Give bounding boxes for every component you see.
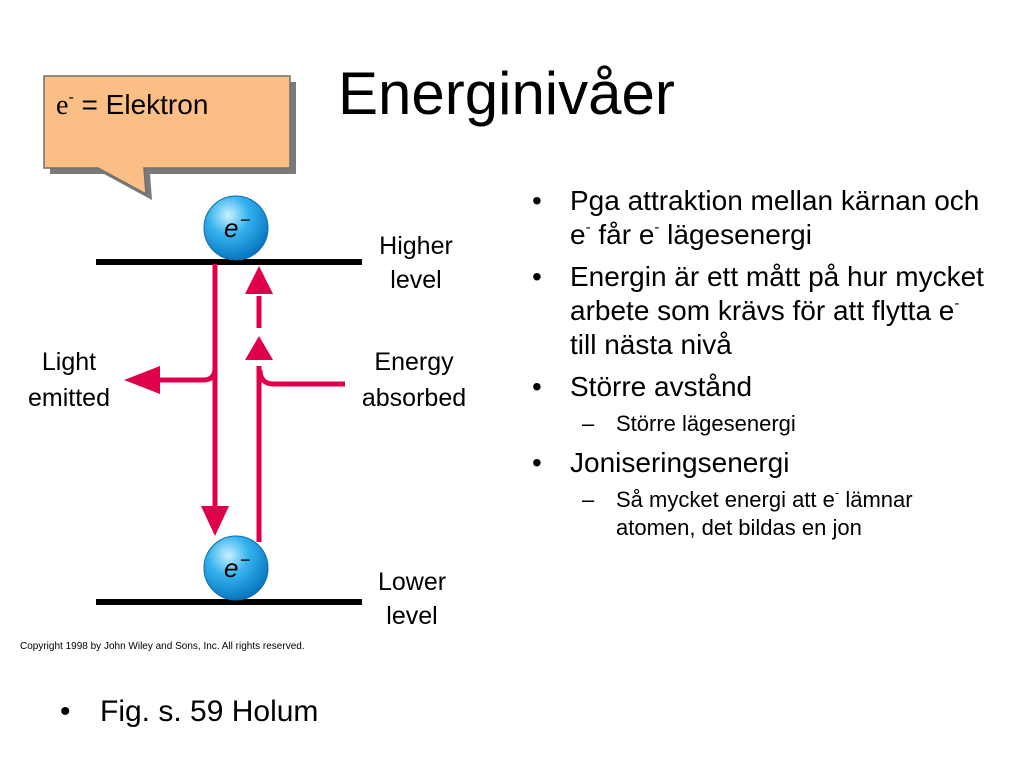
figure-reference: • Fig. s. 59 Holum (60, 693, 318, 731)
copyright-notice: Copyright 1998 by John Wiley and Sons, I… (20, 641, 305, 652)
emission-path (158, 264, 218, 510)
callout-text: e- = Elektron (56, 88, 208, 123)
absorption-path (256, 296, 345, 542)
bullet-list: Pga attraktion mellan kärnan och e- får … (528, 184, 988, 550)
lower-level-label-line2: level (386, 602, 437, 630)
sub-bullet-item: Större lägesenergi (528, 410, 988, 438)
upward-arrowhead-upper (245, 266, 273, 294)
bullet-item: Större avstånd (528, 370, 988, 404)
bullet-item: Joniseringsenergi (528, 446, 988, 480)
electron-upper: e − (203, 195, 269, 261)
electron-lower: e − (203, 535, 269, 601)
higher-level-label-line2: level (390, 266, 441, 294)
callout-definition: = Elektron (73, 89, 209, 120)
upward-arrowhead-lower (245, 336, 273, 360)
electron-lower-charge: − (240, 550, 251, 570)
light-emitted-label-line2: emitted (28, 384, 110, 412)
electron-upper-label: e (224, 213, 238, 243)
electron-charge: - (68, 89, 74, 106)
lower-level-label-line1: Lower (378, 568, 446, 596)
figure-reference-text: Fig. s. 59 Holum (100, 695, 319, 728)
higher-level-label-line1: Higher (379, 232, 453, 260)
downward-arrowhead (201, 506, 229, 536)
figure-reference-bullet: • (60, 695, 71, 728)
light-emitted-label-line1: Light (42, 348, 96, 376)
electron-callout: e- = Elektron (0, 0, 320, 210)
bullet-item: Pga attraktion mellan kärnan och e- får … (528, 184, 988, 252)
sub-bullet-item: Så mycket energi att e- lämnar atomen, d… (528, 486, 988, 542)
electron-lower-label: e (224, 553, 238, 583)
energy-absorbed-label-line2: absorbed (362, 384, 466, 412)
electron-symbol: e (56, 90, 69, 121)
electron-upper-charge: − (240, 210, 251, 230)
bullet-item: Energin är ett mått på hur mycket arbete… (528, 260, 988, 362)
energy-level-diagram: e − e − Higher level Lower level Light e… (0, 180, 500, 650)
slide-title: Energinivåer (338, 60, 675, 127)
energy-absorbed-label-line1: Energy (374, 348, 454, 376)
callout-bubble-shape (43, 75, 296, 200)
light-emitted-arrowhead (124, 366, 160, 394)
